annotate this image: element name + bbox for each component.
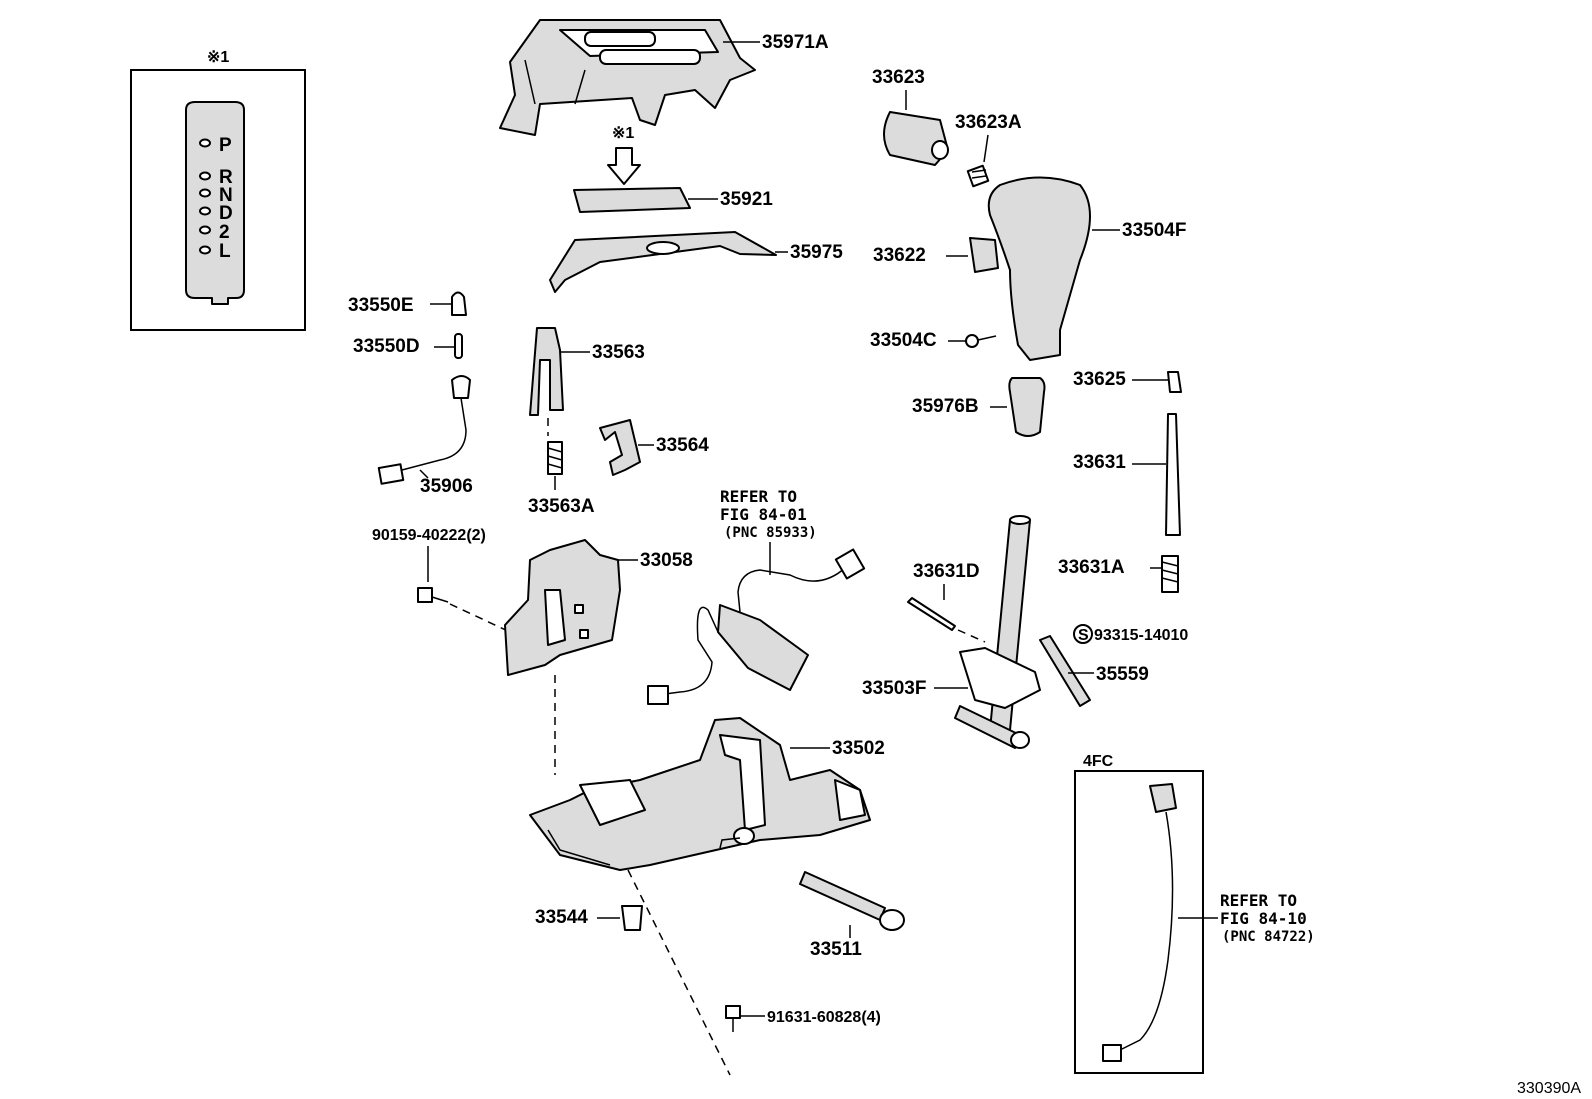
label-33622: 33622 [873,245,926,266]
diagram-id: 330390A [1517,1080,1581,1097]
ref1-line2: FIG 84-01 [720,505,807,524]
part-35559 [1039,635,1091,707]
harness-85933 [647,548,866,705]
label-33058: 33058 [640,550,693,571]
part-33550E [451,291,467,316]
label-33504C: 33504C [870,330,937,351]
part-33058 [504,539,621,676]
part-90159-bolt [417,587,449,603]
part-33623 [883,111,949,166]
label-33631A: 33631A [1058,557,1125,578]
label-35976B: 35976B [912,396,979,417]
part-33544 [621,905,643,931]
label-33564: 33564 [656,435,709,456]
label-33550D: 33550D [353,336,420,357]
label-33503F: 33503F [862,678,926,699]
lamp-r [199,171,211,181]
label-33563A: 33563A [528,496,595,517]
gear-indicator-lamps [199,138,211,255]
gear-p: P [219,135,232,156]
lamp-d [199,206,211,216]
ref2-line2: FIG 84-10 [1220,909,1307,928]
lamp-n [199,188,211,198]
label-33631: 33631 [1073,452,1126,473]
down-arrow-icon [607,147,641,185]
label-33563: 33563 [592,342,645,363]
part-33563A-spring [547,441,563,475]
label-33623A: 33623A [955,112,1022,133]
part-33550D [454,333,463,359]
inset-frame [130,69,306,331]
lamp-p [199,138,211,148]
label-90159: 90159-40222(2) [372,527,486,544]
label-35975: 35975 [790,242,843,263]
part-35906 [377,375,471,485]
label-33631D: 33631D [913,561,980,582]
gear-indicator-plate [185,101,245,305]
part-33631D [907,597,956,631]
gear-l: L [219,241,231,262]
ref1-line1: REFER TO [720,487,797,506]
label-93315: 93315-14010 [1094,627,1188,644]
label-33502: 33502 [832,738,885,759]
variant-label: 4FC [1083,753,1114,770]
label-33504F: 33504F [1122,220,1186,241]
label-35559: 35559 [1096,664,1149,685]
part-33563 [529,327,564,416]
gear-n: N [219,185,233,206]
s-mark: S [1078,627,1089,644]
part-35921 [573,187,691,213]
ref1-line3: (PNC 85933) [724,525,817,541]
arrow-note-mark: ※1 [612,125,634,142]
part-35976B [1008,377,1046,437]
ref2-line3: (PNC 84722) [1222,929,1315,945]
label-33550E: 33550E [348,295,414,316]
gear-d: D [219,203,233,224]
part-33503F [954,515,1041,749]
ref2-line1: REFER TO [1220,891,1297,910]
inset-note-mark: ※1 [207,49,229,66]
variant-4fc-frame [1074,770,1204,1074]
label-33511: 33511 [810,939,862,960]
label-35971A: 35971A [762,32,829,53]
label-33544: 33544 [535,907,588,928]
part-33564 [599,419,641,476]
part-33504F [987,176,1091,361]
label-33623: 33623 [872,67,925,88]
label-91631: 91631-60828(4) [767,1009,881,1026]
part-33622 [969,237,999,273]
gear-indicator-inset: ※1 P R N D 2 L [130,49,306,331]
part-33631A-spring [1161,555,1179,593]
part-33625 [1167,371,1182,393]
part-33511 [799,871,905,931]
part-33623A-spring [966,164,990,188]
gear-2: 2 [219,222,230,243]
label-35921: 35921 [720,189,773,210]
label-33625: 33625 [1073,369,1126,390]
part-91631-bolt [725,1005,741,1032]
gear-r: R [219,167,233,188]
lamp-l [199,245,211,255]
part-33502 [529,717,871,871]
part-33631 [1165,413,1181,536]
s-mark-icon [1073,624,1093,644]
part-35971A [499,19,756,136]
part-33504C-screw [965,334,997,348]
label-35906: 35906 [420,476,473,497]
harness-84722 [1102,783,1177,1062]
lamp-2 [199,225,211,235]
